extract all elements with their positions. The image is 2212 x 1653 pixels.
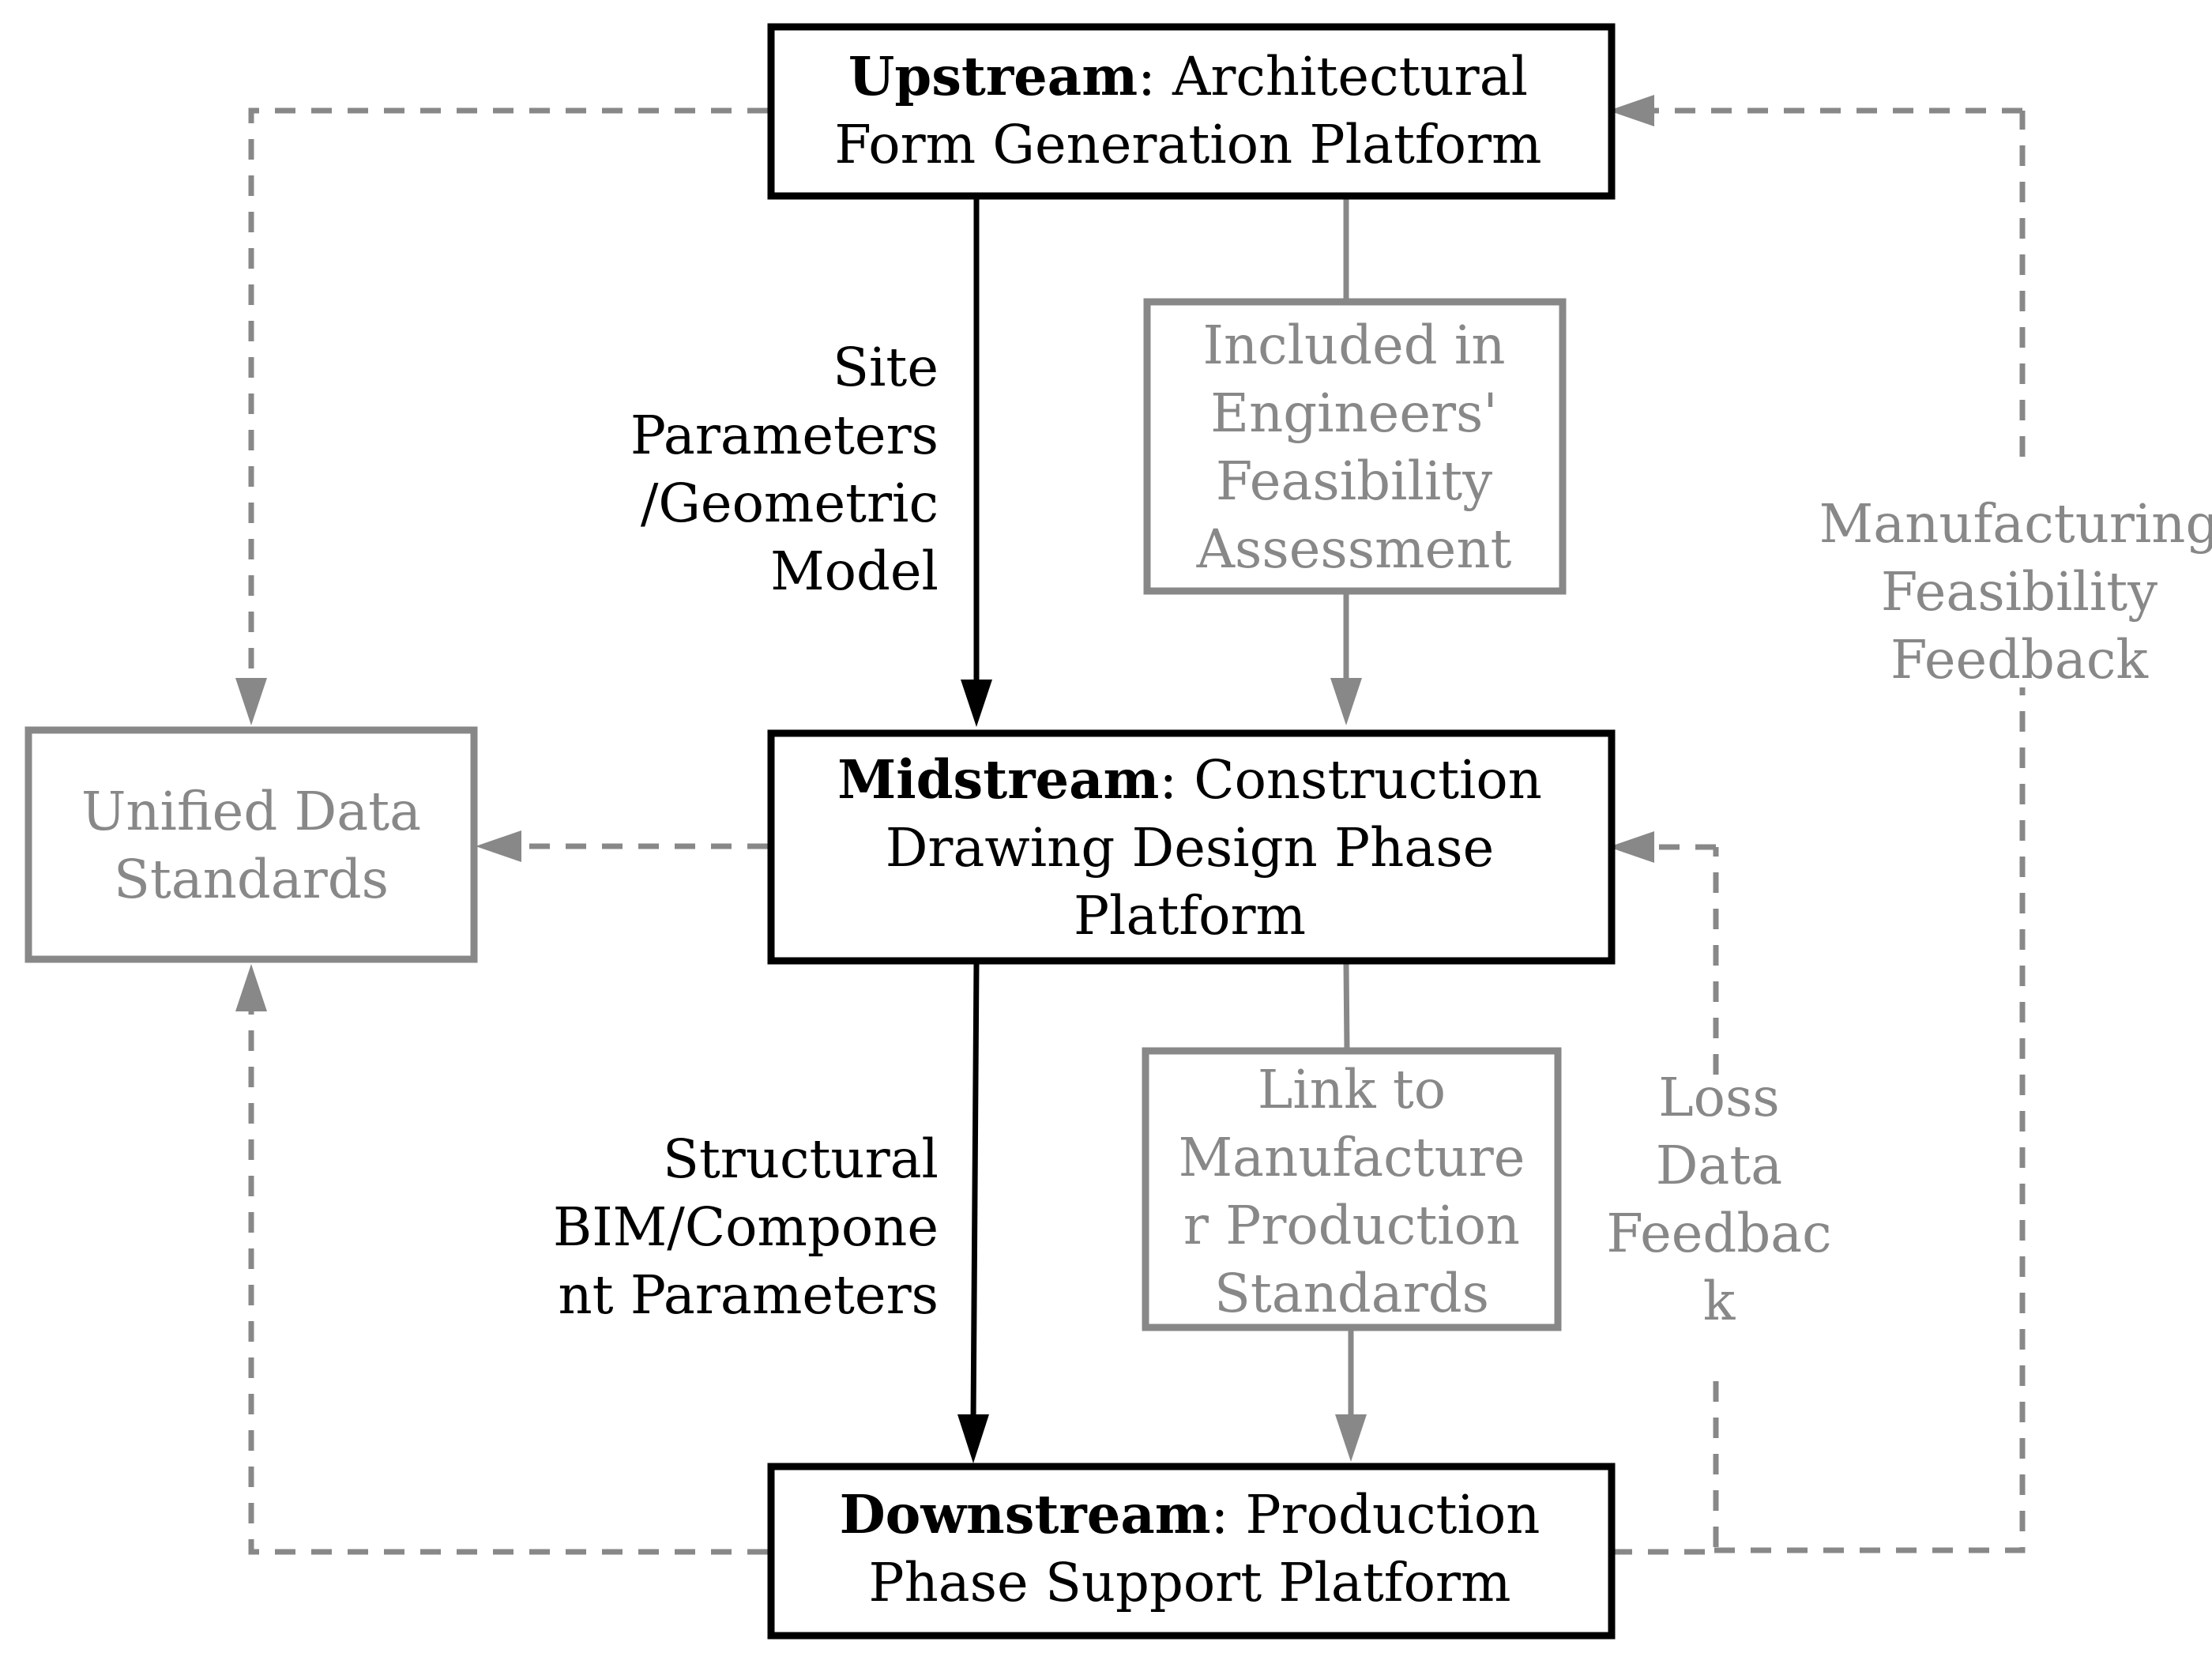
label-structural-bim: Structural BIM/Compone nt Parameters bbox=[553, 1128, 939, 1326]
engineers-feasibility-node: Included in Engineers' Feasibility Asses… bbox=[1143, 298, 1567, 595]
loss-data-feedback-line3: Feedbac bbox=[1606, 1203, 1831, 1264]
loss-data-feedback-line1: Loss bbox=[1658, 1067, 1780, 1128]
unified-data-standards-node: Unified Data Standards bbox=[24, 726, 478, 963]
engineers-feasibility-line2: Engineers' bbox=[1210, 382, 1498, 444]
unified-data-standards-line2: Standards bbox=[114, 849, 389, 910]
arrowhead-icon bbox=[476, 830, 521, 862]
site-parameters-line1: Site bbox=[833, 337, 939, 398]
downstream-title-rest: : Production bbox=[1211, 1484, 1540, 1546]
edge-downstream-to-unified-standards bbox=[235, 964, 768, 1555]
upstream-node: Upstream: Architectural Form Generation … bbox=[767, 23, 1616, 200]
edge-upstream-to-midstream bbox=[961, 198, 992, 727]
downstream-title-line1: Downstream: Production bbox=[840, 1483, 1540, 1546]
upstream-title-line1: Upstream: Architectural bbox=[848, 45, 1528, 107]
structural-bim-line3: nt Parameters bbox=[558, 1264, 939, 1326]
site-parameters-line3: /Geometric bbox=[641, 473, 939, 534]
midstream-title-line2: Drawing Design Phase bbox=[886, 817, 1495, 879]
structural-bim-line2: BIM/Compone bbox=[553, 1196, 939, 1258]
arrowhead-icon bbox=[1608, 831, 1654, 863]
manufacturer-standards-line1: Link to bbox=[1258, 1059, 1446, 1120]
loss-data-feedback-line2: Data bbox=[1656, 1135, 1783, 1196]
manufacturer-standards-line3: r Production bbox=[1183, 1195, 1520, 1256]
label-manufacturing-feedback: Manufacturing Feasibility Feedback bbox=[1819, 493, 2212, 691]
site-parameters-line2: Parameters bbox=[630, 405, 939, 466]
arrowhead-icon bbox=[235, 678, 267, 725]
edge-manufacturing-feasibility-feedback bbox=[1608, 95, 2026, 1553]
downstream-title-bold: Downstream bbox=[840, 1483, 1211, 1546]
structural-bim-line1: Structural bbox=[663, 1128, 939, 1190]
manufacturer-standards-line2: Manufacture bbox=[1179, 1127, 1525, 1188]
loss-data-feedback-line4: k bbox=[1703, 1271, 1736, 1332]
arrowhead-icon bbox=[1608, 95, 1654, 126]
site-parameters-line4: Model bbox=[770, 540, 939, 602]
midstream-title-line1: Midstream: Construction bbox=[837, 748, 1542, 811]
arrowhead-icon bbox=[1330, 678, 1362, 725]
arrowhead-icon bbox=[1335, 1414, 1367, 1462]
manufacturer-standards-node: Link to Manufacture r Production Standar… bbox=[1142, 1047, 1562, 1331]
arrowhead-icon bbox=[961, 680, 992, 727]
edge-midstream-to-unified-standards bbox=[476, 830, 768, 862]
midstream-node: Midstream: Construction Drawing Design P… bbox=[767, 729, 1616, 965]
upstream-title-bold: Upstream bbox=[848, 45, 1138, 107]
edge-midstream-to-manufacturer-standards bbox=[1335, 963, 1367, 1462]
engineers-feasibility-line3: Feasibility bbox=[1216, 450, 1492, 512]
edge-midstream-to-downstream bbox=[957, 962, 989, 1463]
manufacturer-standards-line4: Standards bbox=[1214, 1263, 1489, 1324]
manufacturing-feedback-line3: Feedback bbox=[1890, 629, 2149, 691]
downstream-title-line2: Phase Support Platform bbox=[869, 1552, 1511, 1613]
upstream-title-line2: Form Generation Platform bbox=[834, 114, 1541, 175]
manufacturing-feedback-line1: Manufacturing bbox=[1819, 493, 2212, 555]
engineers-feasibility-line1: Included in bbox=[1202, 314, 1505, 376]
label-site-parameters: Site Parameters /Geometric Model bbox=[630, 337, 939, 602]
manufacturing-feedback-line2: Feasibility bbox=[1881, 561, 2157, 623]
arrowhead-icon bbox=[957, 1414, 989, 1463]
upstream-title-rest: : Architectural bbox=[1138, 46, 1528, 107]
arrowhead-icon bbox=[235, 964, 267, 1011]
label-loss-data-feedback: Loss Data Feedbac k bbox=[1606, 1067, 1831, 1332]
edge-upstream-to-engineers-feasibility bbox=[1330, 198, 1362, 725]
midstream-title-line3: Platform bbox=[1074, 885, 1306, 947]
midstream-title-bold: Midstream bbox=[837, 748, 1159, 811]
downstream-node: Downstream: Production Phase Support Pla… bbox=[767, 1463, 1616, 1640]
unified-data-standards-line1: Unified Data bbox=[81, 781, 421, 842]
edge-upstream-to-unified-standards bbox=[235, 107, 768, 725]
midstream-title-rest: : Construction bbox=[1159, 749, 1541, 811]
engineers-feasibility-line4: Assessment bbox=[1196, 518, 1512, 580]
edge-loss-data-feedback bbox=[1608, 831, 1719, 1555]
